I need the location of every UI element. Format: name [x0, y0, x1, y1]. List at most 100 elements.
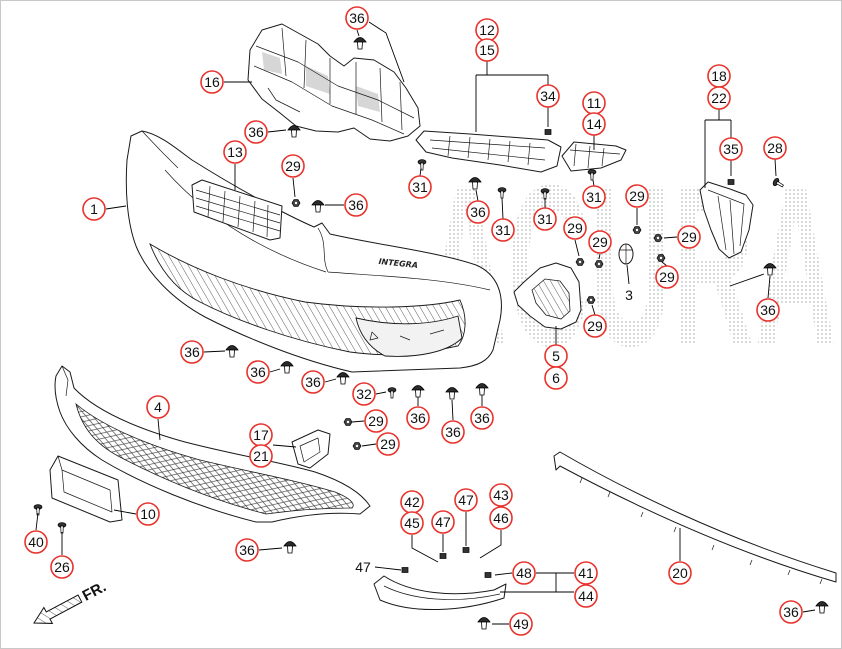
callout-ring: [344, 193, 368, 217]
callout-number: 36: [305, 374, 321, 390]
callout-ring: [512, 561, 536, 585]
callout-number: 31: [586, 189, 602, 205]
callout-36[interactable]: 36: [345, 6, 369, 30]
part-side-bracket-left: [415, 130, 562, 173]
callout-36[interactable]: 36: [466, 200, 490, 224]
callout-ring: [583, 314, 607, 338]
callout-ring: [441, 420, 465, 444]
callout-ring: [668, 561, 692, 585]
callout-29[interactable]: 29: [364, 409, 388, 433]
callout-47[interactable]: 47: [454, 488, 478, 512]
callout-number: 29: [368, 413, 384, 429]
callout-46[interactable]: 46: [489, 506, 513, 530]
callout-number: 4: [154, 399, 162, 415]
callout-number: 29: [592, 234, 608, 250]
callout-32[interactable]: 32: [352, 382, 376, 406]
screw: [57, 522, 67, 534]
callout-29[interactable]: 29: [281, 154, 305, 178]
callout-40[interactable]: 40: [24, 530, 48, 554]
callout-36[interactable]: 36: [235, 538, 259, 562]
part-lower-garnish: [373, 575, 507, 610]
callout-42[interactable]: 42: [400, 490, 424, 514]
screw: [33, 504, 43, 516]
callout-number: 41: [578, 565, 594, 581]
callout-number: 31: [412, 179, 428, 195]
callout-31[interactable]: 31: [533, 207, 557, 231]
callout-28[interactable]: 28: [763, 136, 787, 160]
callout-15[interactable]: 15: [475, 38, 499, 62]
callout-36[interactable]: 36: [301, 370, 325, 394]
callout-43[interactable]: 43: [489, 483, 513, 507]
callout-11[interactable]: 11: [582, 91, 606, 115]
part-corner-bracket: [699, 181, 754, 259]
callout-36[interactable]: 36: [779, 600, 803, 624]
callout-29[interactable]: 29: [583, 314, 607, 338]
small-clip: [462, 547, 470, 553]
push-clip: [477, 617, 491, 630]
callout-ring: [301, 370, 325, 394]
callout-number: 1: [90, 201, 98, 217]
callout-31[interactable]: 31: [491, 218, 515, 242]
callout-36[interactable]: 36: [756, 298, 780, 322]
callout-26[interactable]: 26: [50, 555, 74, 579]
callout-22[interactable]: 22: [707, 86, 731, 110]
callout-29[interactable]: 29: [563, 216, 587, 240]
callout-36[interactable]: 36: [244, 120, 268, 144]
push-clip: [763, 263, 777, 276]
plain-label-clip[interactable]: 47: [355, 559, 371, 575]
push-clip: [815, 601, 829, 614]
callout-1[interactable]: 1: [82, 197, 106, 221]
callout-29[interactable]: 29: [677, 225, 701, 249]
callout-12[interactable]: 12: [475, 18, 499, 42]
plain-label-cap[interactable]: 3: [625, 287, 633, 303]
part-fog-bezel: [513, 262, 582, 330]
callout-number: 22: [711, 90, 727, 106]
callout-41[interactable]: 41: [574, 561, 598, 585]
callout-10[interactable]: 10: [136, 502, 160, 526]
callout-20[interactable]: 20: [668, 561, 692, 585]
callout-36[interactable]: 36: [246, 360, 270, 384]
callout-ring: [454, 488, 478, 512]
callout-number: 10: [140, 506, 156, 522]
part-side-bracket-right: [561, 141, 627, 172]
callout-ring: [655, 265, 679, 289]
callout-36[interactable]: 36: [470, 406, 494, 430]
callout-6[interactable]: 6: [544, 366, 568, 390]
callout-13[interactable]: 13: [223, 140, 247, 164]
callout-29[interactable]: 29: [376, 432, 400, 456]
callout-ring: [136, 502, 160, 526]
callout-14[interactable]: 14: [582, 112, 606, 136]
callout-ring: [489, 483, 513, 507]
callout-45[interactable]: 45: [400, 511, 424, 535]
push-clip: [311, 200, 325, 213]
callout-34[interactable]: 34: [536, 84, 560, 108]
callout-18[interactable]: 18: [707, 64, 731, 88]
callout-21[interactable]: 21: [249, 444, 273, 468]
callout-29[interactable]: 29: [655, 265, 679, 289]
callout-29[interactable]: 29: [588, 230, 612, 254]
callout-36[interactable]: 36: [344, 193, 368, 217]
callout-35[interactable]: 35: [719, 137, 743, 161]
callout-31[interactable]: 31: [408, 175, 432, 199]
callout-number: 14: [586, 116, 602, 132]
callout-47[interactable]: 47: [431, 510, 455, 534]
callout-44[interactable]: 44: [574, 584, 598, 608]
callout-16[interactable]: 16: [200, 70, 224, 94]
callout-49[interactable]: 49: [509, 612, 533, 636]
push-clip: [445, 387, 459, 400]
callout-4[interactable]: 4: [146, 395, 170, 419]
callout-36[interactable]: 36: [441, 420, 465, 444]
callout-ring: [756, 298, 780, 322]
part-lower-grille: [54, 365, 371, 523]
callout-36[interactable]: 36: [406, 406, 430, 430]
callout-36[interactable]: 36: [180, 340, 204, 364]
callout-ring: [533, 207, 557, 231]
callout-48[interactable]: 48: [512, 561, 536, 585]
callout-number: 36: [410, 410, 426, 426]
callout-5[interactable]: 5: [544, 344, 568, 368]
push-clip: [280, 361, 294, 374]
callout-31[interactable]: 31: [582, 185, 606, 209]
callout-ring: [489, 506, 513, 530]
callout-29[interactable]: 29: [625, 184, 649, 208]
callout-17[interactable]: 17: [249, 423, 273, 447]
